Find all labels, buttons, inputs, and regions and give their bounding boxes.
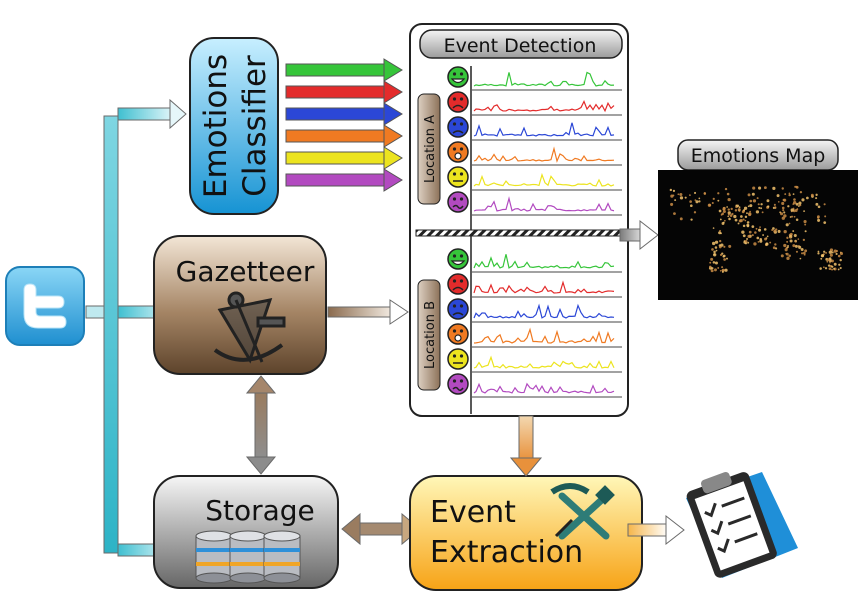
- surprised-face-icon: [447, 141, 469, 163]
- gazetteer-label: Gazetteer: [176, 255, 315, 288]
- signal-line: [473, 280, 615, 294]
- emotion-arrowhead-sad: [383, 102, 403, 126]
- sad-face-icon: [447, 298, 469, 320]
- neutral-face-icon: [447, 348, 469, 370]
- signal-line: [473, 196, 615, 212]
- classifier-label-line2: Classifier: [237, 55, 273, 197]
- signal-line: [473, 303, 615, 319]
- emotion-arrowhead-disgust: [383, 168, 403, 192]
- emotion-arrowhead-happy: [383, 58, 403, 82]
- sad-face-icon: [447, 116, 469, 138]
- storage-label: Storage: [205, 494, 315, 527]
- location-a-label-box: Location A: [417, 93, 441, 205]
- signal-line: [473, 122, 615, 137]
- extraction-to-report-arrow: [627, 514, 685, 546]
- gazetteer-node: Gazetteer: [153, 235, 327, 375]
- signal-line: [473, 327, 615, 344]
- emotion-arrowhead-neutral: [383, 146, 403, 170]
- storage-node: Storage: [153, 475, 339, 589]
- signal-line: [473, 355, 615, 369]
- gazetteer-to-detection-arrow: [327, 299, 409, 325]
- surprised-face-icon: [447, 323, 469, 345]
- grin-face-icon: [447, 248, 469, 270]
- disgust-face-icon: [447, 191, 469, 213]
- location-a-label: Location A: [423, 115, 438, 183]
- emotion-signal-rows: [447, 66, 622, 398]
- emotions-map-node: Emotions Map: [658, 139, 858, 300]
- emotion-arrowhead-angry: [383, 80, 403, 104]
- emotion-arrows: [285, 58, 403, 192]
- emotion-arrow-neutral: [285, 151, 387, 165]
- location-separator: [415, 229, 621, 237]
- angry-face-icon: [447, 91, 469, 113]
- twitter-logo-icon: [5, 266, 85, 346]
- emotions-classifier-node: Emotions Classifier: [189, 37, 279, 215]
- clipboard-checklist-icon: [686, 472, 798, 578]
- emotion-arrow-sad: [285, 107, 387, 121]
- classifier-label-line1: Emotions: [198, 54, 234, 198]
- signal-line: [473, 100, 615, 113]
- signal-line: [473, 382, 615, 394]
- emotions-map-title: Emotions Map: [691, 145, 826, 167]
- detection-to-extraction-arrow: [509, 415, 543, 477]
- event-extraction-node: Event Extraction: [409, 475, 643, 591]
- extraction-label-line1: Event: [430, 495, 516, 530]
- signal-line: [473, 71, 615, 87]
- emotion-arrow-surprised: [285, 129, 387, 143]
- emotion-arrow-angry: [285, 85, 387, 99]
- pickaxe-shovel-icon: [550, 483, 615, 540]
- location-b-label-box: Location B: [417, 279, 441, 391]
- grin-face-icon: [447, 66, 469, 88]
- neutral-face-icon: [447, 166, 469, 188]
- event-detection-panel: Event Detection Location A Location B: [409, 23, 629, 417]
- world-map-lights: [669, 185, 844, 273]
- event-detection-title: Event Detection: [444, 35, 597, 57]
- signal-line: [473, 254, 615, 269]
- gazetteer-storage-arrow: [245, 375, 277, 475]
- signal-line: [473, 146, 615, 163]
- location-b-label: Location B: [423, 301, 438, 369]
- detection-to-map-arrow: [619, 219, 659, 251]
- storage-extraction-arrow: [341, 512, 421, 546]
- emotion-arrow-happy: [285, 63, 387, 77]
- disgust-face-icon: [447, 373, 469, 395]
- emotion-arrow-disgust: [285, 173, 387, 187]
- extraction-label-line2: Extraction: [430, 535, 583, 570]
- signal-line: [473, 172, 615, 187]
- database-icon: [195, 530, 301, 584]
- sextant-icon: [213, 291, 286, 364]
- angry-face-icon: [447, 273, 469, 295]
- emotion-arrowhead-surprised: [383, 124, 403, 148]
- world-map-image: [658, 170, 858, 300]
